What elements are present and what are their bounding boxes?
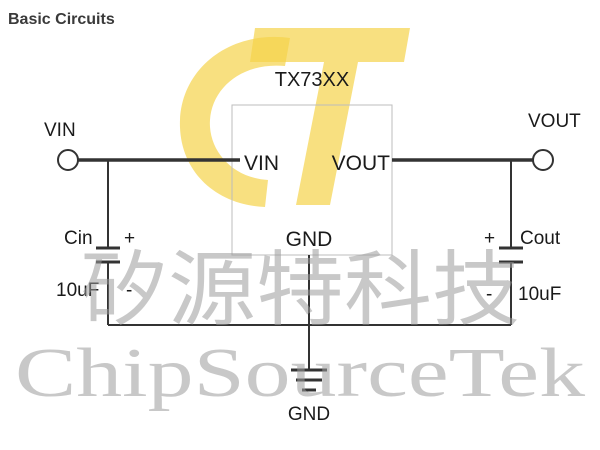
watermark-cn: 矽源特科技 — [80, 243, 520, 338]
cout-label: Cout — [520, 228, 561, 249]
cin-value: 10uF — [56, 280, 99, 301]
vin-terminal-label: VIN — [44, 120, 76, 141]
cin-plus: + — [124, 228, 135, 249]
chip-pin-vin: VIN — [244, 152, 279, 175]
chip-name: TX73XX — [275, 69, 349, 91]
cin-capacitor — [96, 246, 120, 264]
chip-pin-gnd: GND — [286, 228, 333, 251]
cin-label: Cin — [64, 228, 93, 249]
cout-plus: + — [484, 228, 495, 249]
watermark-en: ChipSourceTek — [15, 335, 585, 412]
vout-terminal — [532, 149, 554, 171]
chip-body — [231, 104, 393, 256]
cin-minus: - — [126, 280, 132, 301]
ground-label: GND — [288, 404, 330, 425]
cout-minus: - — [486, 284, 492, 305]
vin-terminal — [57, 149, 79, 171]
cout-capacitor — [499, 246, 523, 264]
vout-terminal-label: VOUT — [528, 111, 581, 132]
cout-value: 10uF — [518, 284, 561, 305]
ground-symbol — [291, 368, 327, 392]
st-logo — [179, 28, 410, 207]
diagram-title: Basic Circuits — [8, 11, 115, 28]
chip-pin-vout: VOUT — [332, 152, 391, 175]
